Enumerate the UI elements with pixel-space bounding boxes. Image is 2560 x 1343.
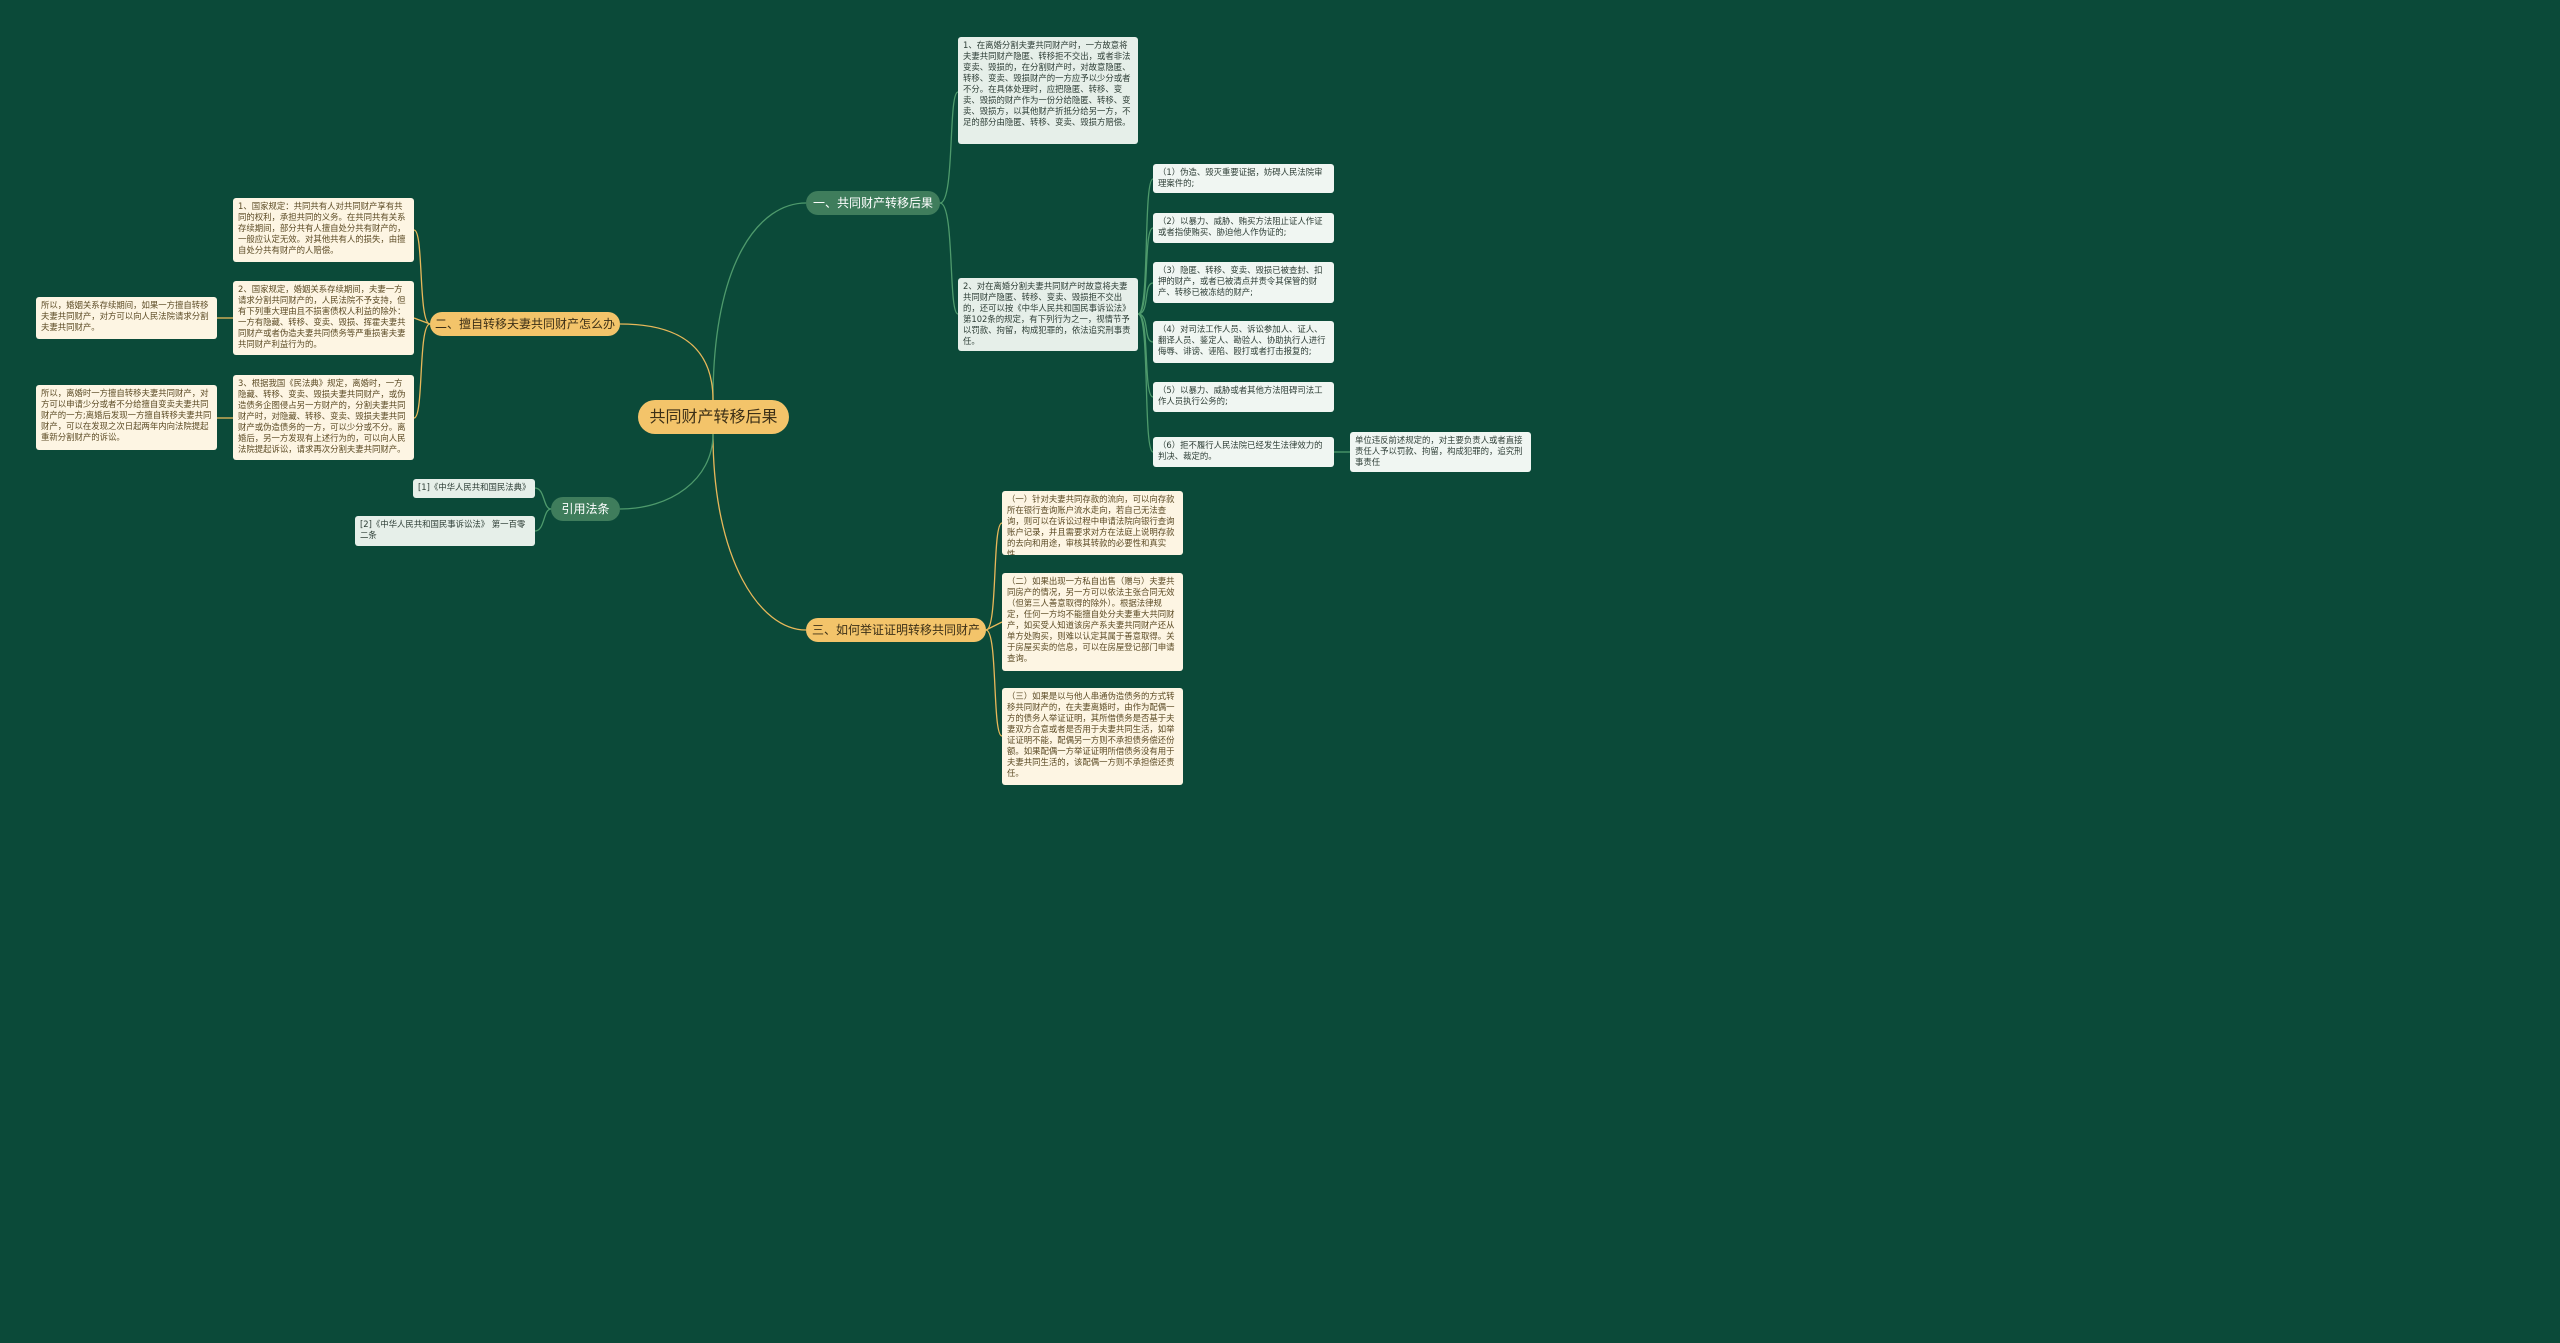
branch-cited-laws[interactable]: 引用法条 [551,497,620,521]
root-topic[interactable]: 共同财产转移后果 [638,400,789,434]
branch-proof-of-transfer[interactable]: 三、如何举证证明转移共同财产 [806,618,986,642]
leaf-b3-item-1[interactable]: （一）针对夫妻共同存款的流向，可以向存款所在银行查询账户流水走向，若自己无法查询… [1002,491,1183,555]
connector-lines [217,91,1350,737]
leaf-b1-2-sub-2[interactable]: （2）以暴力、威胁、贿买方法阻止证人作证或者指使贿买、胁迫他人作伪证的; [1153,213,1334,243]
leaf-b2-item-3[interactable]: 3、根据我国《民法典》规定，离婚时，一方隐藏、转移、变卖、毁损夫妻共同财产，或伪… [233,375,414,460]
leaf-b2-item-3-note[interactable]: 所以，离婚时一方擅自转移夫妻共同财产，对方可以申请少分或者不分给擅自变卖夫妻共同… [36,385,217,450]
link-root-b2 [619,323,714,401]
link-b1-1 [939,91,959,204]
leaf-law-civil-code[interactable]: [1]《中华人民共和国民法典》 [413,479,535,498]
leaf-b2-item-1[interactable]: 1、国家规定：共同共有人对共同财产享有共同的权利，承担共同的义务。在共同共有关系… [233,198,414,262]
leaf-b1-2-sub-4[interactable]: （4）对司法工作人员、诉讼参加人、证人、翻译人员、鉴定人、勘验人、协助执行人进行… [1153,321,1334,363]
leaf-b3-item-3[interactable]: （三）如果是以与他人串通伪造债务的方式转移共同财产的，在夫妻离婚时，由作为配偶一… [1002,688,1183,785]
leaf-b1-2-sub-3[interactable]: （3）隐匿、转移、变卖、毁损已被查封、扣押的财产，或者已被清点并责令其保管的财产… [1153,262,1334,303]
leaf-b3-item-2[interactable]: （二）如果出现一方私自出售（赠与）夫妻共同房产的情况，另一方可以依法主张合同无效… [1002,573,1183,671]
leaf-law-civil-procedure[interactable]: [2]《中华人民共和国民事诉讼法》 第一百零二条 [355,516,535,546]
link-b1-2 [939,202,959,315]
leaf-b1-item-2[interactable]: 2、对在离婚分割夫妻共同财产时故意将夫妻共同财产隐匿、转移、变卖、毁损拒不交出的… [958,278,1138,351]
branch-unauthorized-transfer[interactable]: 二、擅自转移夫妻共同财产怎么办 [430,312,620,336]
leaf-b1-2-sub-5[interactable]: （5）以暴力、威胁或者其他方法阻碍司法工作人员执行公务的; [1153,382,1334,412]
leaf-b1-item-1[interactable]: 1、在离婚分割夫妻共同财产时，一方故意将夫妻共同财产隐匿、转移拒不交出，或者非法… [958,37,1138,144]
branch-transfer-consequences[interactable]: 一、共同财产转移后果 [806,191,940,215]
leaf-b2-item-2-note[interactable]: 所以，婚姻关系存续期间，如果一方擅自转移夫妻共同财产，对方可以向人民法院请求分割… [36,297,217,339]
leaf-b1-2-sub-6-note[interactable]: 单位违反前述规定的，对主要负责人或者直接责任人予以罚款、拘留，构成犯罪的，追究刑… [1350,432,1531,472]
link-root-b1 [712,202,807,401]
leaf-b1-2-sub-1[interactable]: （1）伪造、毁灭重要证据，妨碍人民法院审理案件的; [1153,164,1334,193]
link-root-b3 [712,433,807,631]
link-root-b4 [619,433,714,510]
leaf-b2-item-2[interactable]: 2、国家规定，婚姻关系存续期间，夫妻一方请求分割共同财产的，人民法院不予支持，但… [233,281,414,355]
leaf-b1-2-sub-6[interactable]: （6）拒不履行人民法院已经发生法律效力的判决、裁定的。 [1153,437,1334,467]
